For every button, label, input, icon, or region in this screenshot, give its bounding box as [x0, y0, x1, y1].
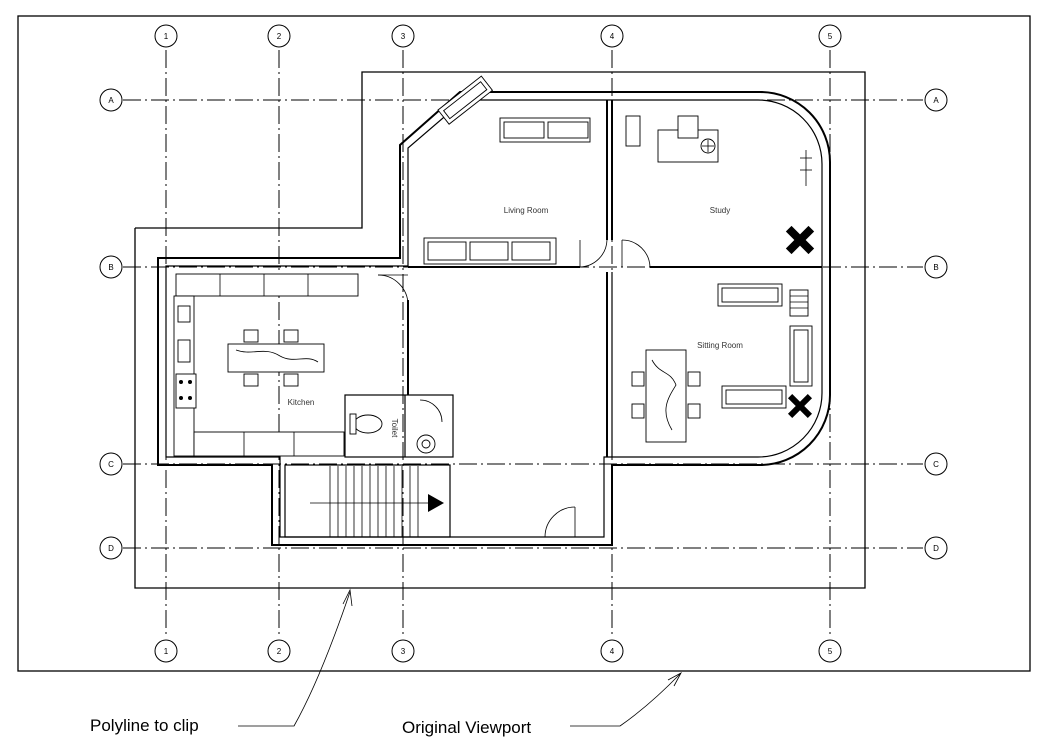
grid-bubble-col-1-top: 1: [154, 24, 178, 48]
kitchen-furniture: [173, 273, 359, 457]
svg-text:2: 2: [277, 32, 282, 41]
room-label-sitting: Sitting Room: [697, 341, 743, 350]
svg-text:3: 3: [401, 32, 406, 41]
building-walls: [157, 91, 831, 546]
living-room-furniture: [423, 75, 591, 265]
grid-bubble-row-d-left: D: [99, 536, 123, 560]
svg-text:5: 5: [828, 647, 833, 656]
svg-text:1: 1: [164, 647, 169, 656]
grid-bubbles: 1 2 3 4 5 1 2 3 4 5 A B C D A B C D: [99, 24, 948, 663]
grid-bubble-col-1-bottom: 1: [154, 639, 178, 663]
grid-bubble-row-a-left: A: [99, 88, 123, 112]
grid-bubble-row-d-right: D: [924, 536, 948, 560]
stair-arrow-icon: [428, 494, 444, 512]
room-label-living: Living Room: [504, 206, 549, 215]
svg-text:4: 4: [610, 32, 615, 41]
callout-polyline: Polyline to clip: [90, 588, 353, 735]
grid-bubble-row-c-right: C: [924, 452, 948, 476]
sitting-room-furniture: [631, 283, 813, 443]
study-furniture: [625, 115, 815, 255]
grid-bubble-col-3-top: 3: [391, 24, 415, 48]
svg-text:D: D: [108, 544, 114, 553]
svg-text:4: 4: [610, 647, 615, 656]
svg-text:1: 1: [164, 32, 169, 41]
grid-bubble-row-b-right: B: [924, 255, 948, 279]
callout-polyline-arrow-icon: [342, 588, 353, 607]
grid-bubble-row-a-right: A: [924, 88, 948, 112]
room-label-toilet: Toilet: [390, 419, 399, 438]
room-label-study: Study: [710, 206, 730, 215]
grid-bubble-col-4-top: 4: [600, 24, 624, 48]
svg-text:D: D: [933, 544, 939, 553]
toilet-fixtures: [349, 413, 436, 454]
svg-text:B: B: [933, 263, 938, 272]
callout-viewport-label: Original Viewport: [402, 718, 531, 737]
grid-bubble-col-2-bottom: 2: [267, 639, 291, 663]
svg-text:A: A: [108, 96, 114, 105]
stairs: [310, 466, 444, 537]
callout-viewport-arrow-icon: [667, 672, 682, 687]
grid-bubble-col-3-bottom: 3: [391, 639, 415, 663]
grid-bubble-col-2-top: 2: [267, 24, 291, 48]
svg-text:3: 3: [401, 647, 406, 656]
grid-bubble-row-b-left: B: [99, 255, 123, 279]
doors: [377, 239, 651, 538]
svg-text:B: B: [108, 263, 113, 272]
clip-polyline: [134, 71, 866, 589]
grid-bubble-col-5-top: 5: [818, 24, 842, 48]
svg-text:2: 2: [277, 647, 282, 656]
svg-text:A: A: [933, 96, 939, 105]
grid-bubble-col-4-bottom: 4: [600, 639, 624, 663]
callout-polyline-label: Polyline to clip: [90, 716, 199, 735]
svg-text:5: 5: [828, 32, 833, 41]
svg-text:C: C: [933, 460, 939, 469]
grid-bubble-col-5-bottom: 5: [818, 639, 842, 663]
grid-bubble-row-c-left: C: [99, 452, 123, 476]
callout-viewport: Original Viewport: [402, 672, 682, 737]
original-viewport-frame: [17, 15, 1031, 672]
room-label-kitchen: Kitchen: [288, 398, 315, 407]
svg-text:C: C: [108, 460, 114, 469]
